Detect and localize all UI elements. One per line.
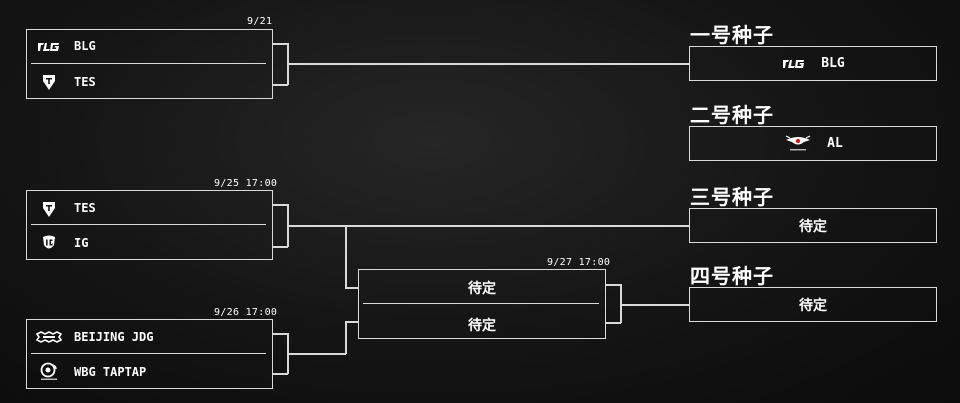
seed1-card[interactable]: BLG [689,46,937,81]
match1-date: 9/21 [247,16,273,27]
match2-divider [31,224,266,225]
match4-card[interactable]: 待定 待定 [358,269,606,339]
jdg-logo-icon [35,328,63,346]
match3-team1-name: BEIJING JDG [74,330,154,344]
match2-card[interactable]: TES IG [26,190,273,260]
match3-date: 9/26 17:00 [214,307,278,318]
connector-line [287,353,346,355]
connector-line [620,284,622,323]
connector-line [345,321,347,354]
connector-line [606,322,621,324]
al-logo-icon [783,134,813,154]
match4-date: 9/27 17:00 [547,257,611,268]
match1-divider [31,63,266,64]
connector-line [287,63,690,65]
seed2-title: 二号种子 [690,103,774,127]
tes-logo-icon [39,199,59,219]
match4-team2-pending: 待定 [468,318,496,334]
wbg-logo-icon [37,361,61,383]
seed4-card[interactable]: 待定 [689,287,937,322]
match1-team2-name: TES [74,75,96,89]
seed2-card[interactable]: AL [689,126,937,161]
connector-line [287,225,690,227]
connector-line [273,333,288,335]
connector-line [273,246,288,248]
match3-team2-name: WBG TAPTAP [74,365,147,379]
match4-team1-pending: 待定 [468,281,496,297]
tes-logo-icon [39,72,59,92]
match2-date: 9/25 17:00 [214,178,278,189]
blg-logo-icon [37,38,61,56]
blg-logo-icon [781,57,807,71]
seed4-title: 四号种子 [690,264,774,288]
connector-line [273,84,288,86]
connector-line [273,43,288,45]
match1-team1-name: BLG [74,39,96,53]
connector-line [606,284,621,286]
connector-line [620,304,690,306]
ig-logo-icon [38,233,60,253]
connector-line [345,225,347,288]
seed1-team-name: BLG [821,56,845,71]
connector-line [345,287,358,289]
seed2-team-name: AL [827,136,843,151]
seed3-title: 三号种子 [690,185,774,209]
connector-line [273,373,288,375]
seed1-title: 一号种子 [690,23,774,47]
match4-divider [363,303,599,304]
match3-divider [31,353,266,354]
seed3-card[interactable]: 待定 [689,208,937,243]
seed4-pending: 待定 [799,297,827,314]
match1-card[interactable]: BLG TES [26,29,273,99]
connector-line [345,321,358,323]
match2-team1-name: TES [74,201,96,215]
match2-team2-name: IG [74,236,89,250]
connector-line [273,204,288,206]
seed3-pending: 待定 [799,218,827,235]
match3-card[interactable]: BEIJING JDG WBG TAPTAP [26,319,273,389]
